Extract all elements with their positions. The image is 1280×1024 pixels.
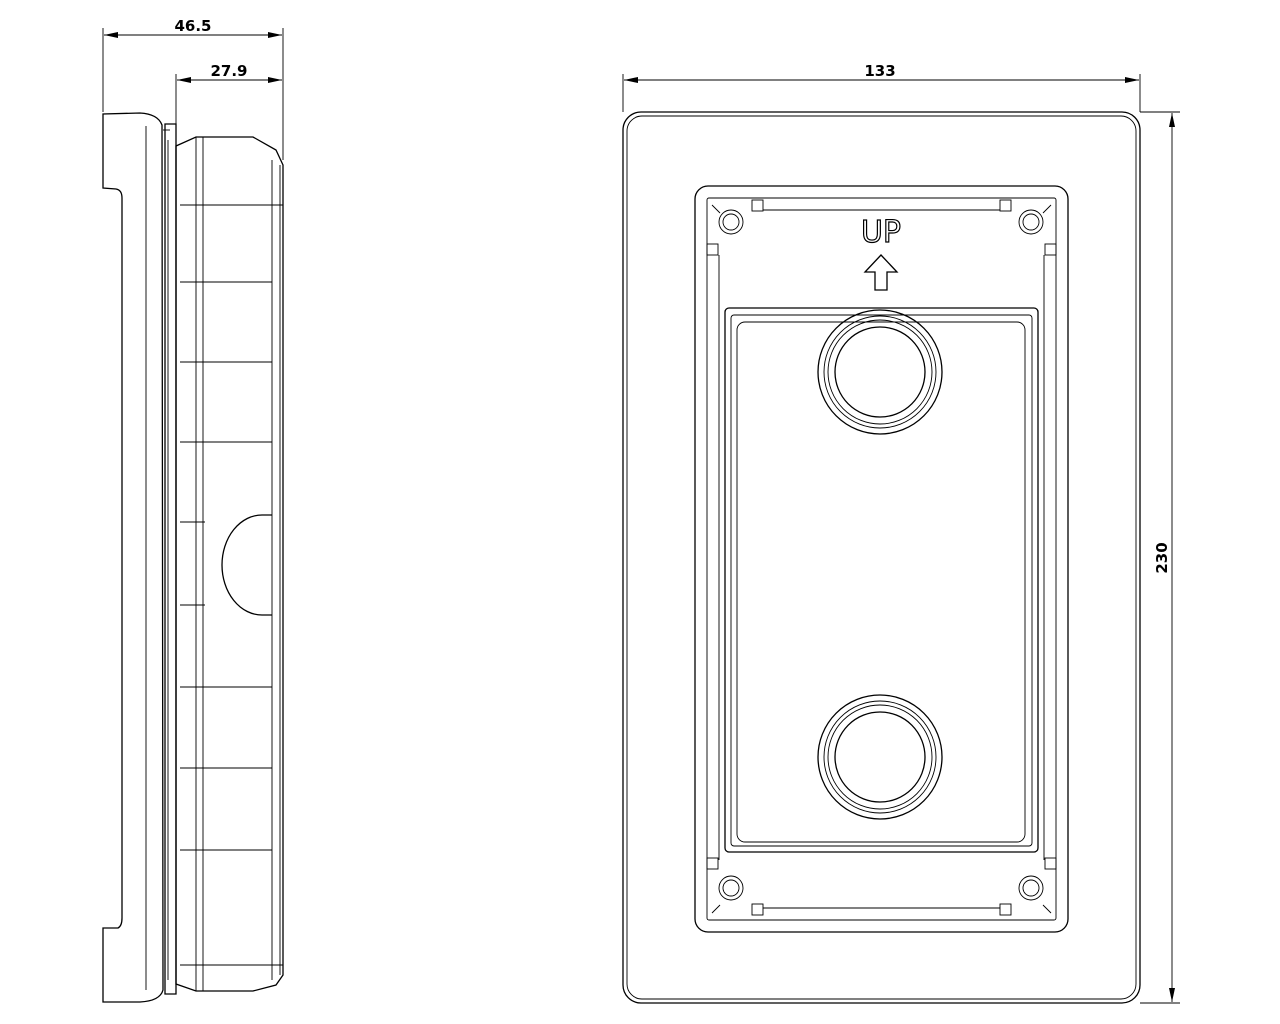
dimension-width: 133	[622, 62, 1141, 112]
arrow-up-icon	[863, 254, 899, 291]
dimension-body-depth: 27.9	[175, 62, 282, 124]
box-body-outline	[175, 136, 284, 992]
dimension-overall-depth: 46.5	[102, 17, 284, 160]
inner-panel	[724, 307, 1039, 853]
screw-hole-bottom-right	[1018, 875, 1052, 914]
dim-label-46-5: 46.5	[174, 17, 211, 35]
cover-plate-outline	[102, 112, 164, 1003]
dim-label-230: 230	[1153, 542, 1171, 573]
screw-hole-top-right	[1018, 204, 1052, 235]
screw-hole-top-left	[711, 204, 744, 235]
side-view	[102, 112, 284, 1003]
dimension-height: 230	[1140, 111, 1180, 1004]
cover-plate-outer	[622, 111, 1141, 1004]
frame-outer	[694, 185, 1069, 933]
up-label: UP	[861, 215, 901, 250]
dim-label-133: 133	[864, 62, 895, 80]
gasket	[164, 123, 177, 995]
knockout-profile	[221, 514, 272, 616]
dim-label-27-9: 27.9	[210, 62, 247, 80]
screw-hole-bottom-left	[711, 875, 744, 914]
button-hole-bottom	[817, 694, 943, 820]
front-view: UP	[622, 111, 1141, 1004]
button-hole-top	[817, 309, 943, 435]
